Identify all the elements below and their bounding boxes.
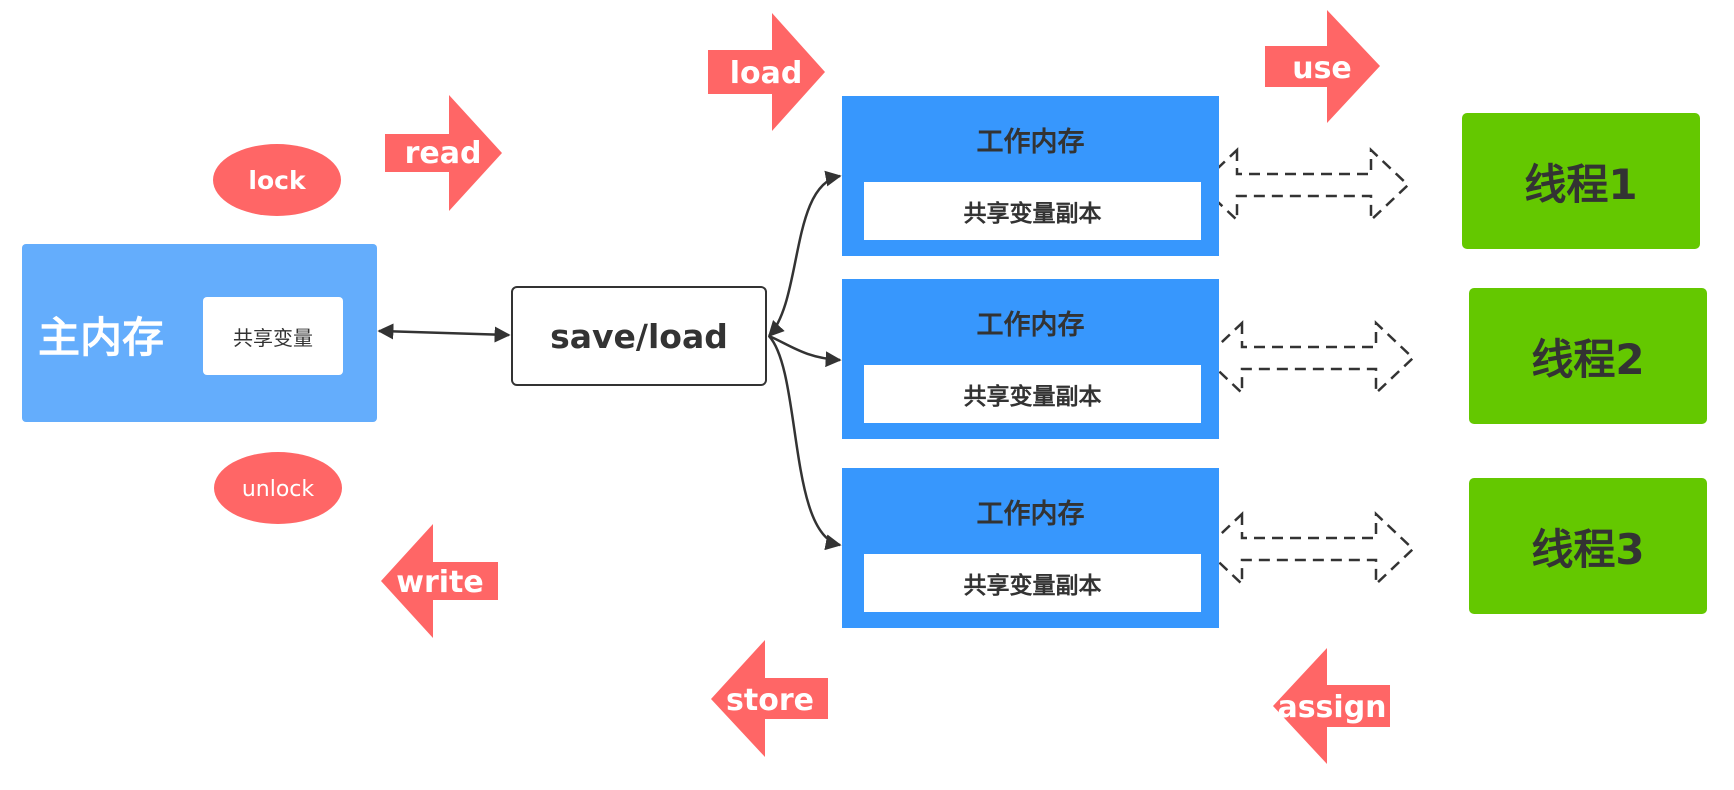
working-memory-1: 工作内存 共享变量副本: [842, 96, 1219, 256]
shared-variable-copy: 共享变量副本: [864, 554, 1201, 612]
assign-label: assign: [1277, 690, 1386, 725]
assign-arrow-shape: [1273, 648, 1390, 764]
main-saveload-connector: [377, 323, 511, 343]
main-memory-box: 主内存 共享变量: [22, 244, 377, 422]
use-label: use: [1292, 51, 1352, 86]
working-memory-title: 工作内存: [976, 127, 1085, 158]
store-arrow-shape: [711, 640, 828, 757]
saveload-wm3-connector: [768, 335, 842, 551]
wm2-thread2-dashed-arrow: [1203, 320, 1415, 396]
unlock-label: unlock: [242, 477, 315, 502]
unlock-ellipse: [214, 452, 342, 524]
use-arrow-shape: [1265, 10, 1380, 123]
saveload-wm2-connector: [768, 334, 842, 368]
store-label: store: [726, 683, 814, 718]
thread-1-box: 线程1: [1462, 113, 1700, 249]
saveload-wm1-connector: [767, 170, 842, 338]
wm1-thread1-dashed-arrow: [1198, 147, 1410, 223]
thread-2-box: 线程2: [1469, 288, 1707, 424]
save-load-box: save/load: [511, 286, 767, 386]
read-label: read: [405, 136, 482, 171]
shared-variable-copy: 共享变量副本: [864, 365, 1201, 423]
shared-variable-copy: 共享变量副本: [864, 182, 1201, 240]
shared-variable-box: 共享变量: [203, 297, 343, 375]
write-label: write: [396, 565, 483, 600]
wm3-thread3-dashed-arrow: [1203, 511, 1415, 587]
lock-label: lock: [248, 166, 307, 195]
read-arrow-shape: [385, 95, 502, 211]
thread-3-box: 线程3: [1469, 478, 1707, 614]
main-memory-title: 主内存: [38, 313, 165, 362]
load-arrow-shape: [708, 13, 825, 131]
working-memory-title: 工作内存: [976, 499, 1085, 530]
working-memory-title: 工作内存: [976, 310, 1085, 341]
write-arrow-shape: [381, 524, 498, 638]
lock-ellipse: [213, 144, 341, 216]
load-label: load: [730, 56, 803, 91]
working-memory-2: 工作内存 共享变量副本: [842, 279, 1219, 439]
working-memory-3: 工作内存 共享变量副本: [842, 468, 1219, 628]
